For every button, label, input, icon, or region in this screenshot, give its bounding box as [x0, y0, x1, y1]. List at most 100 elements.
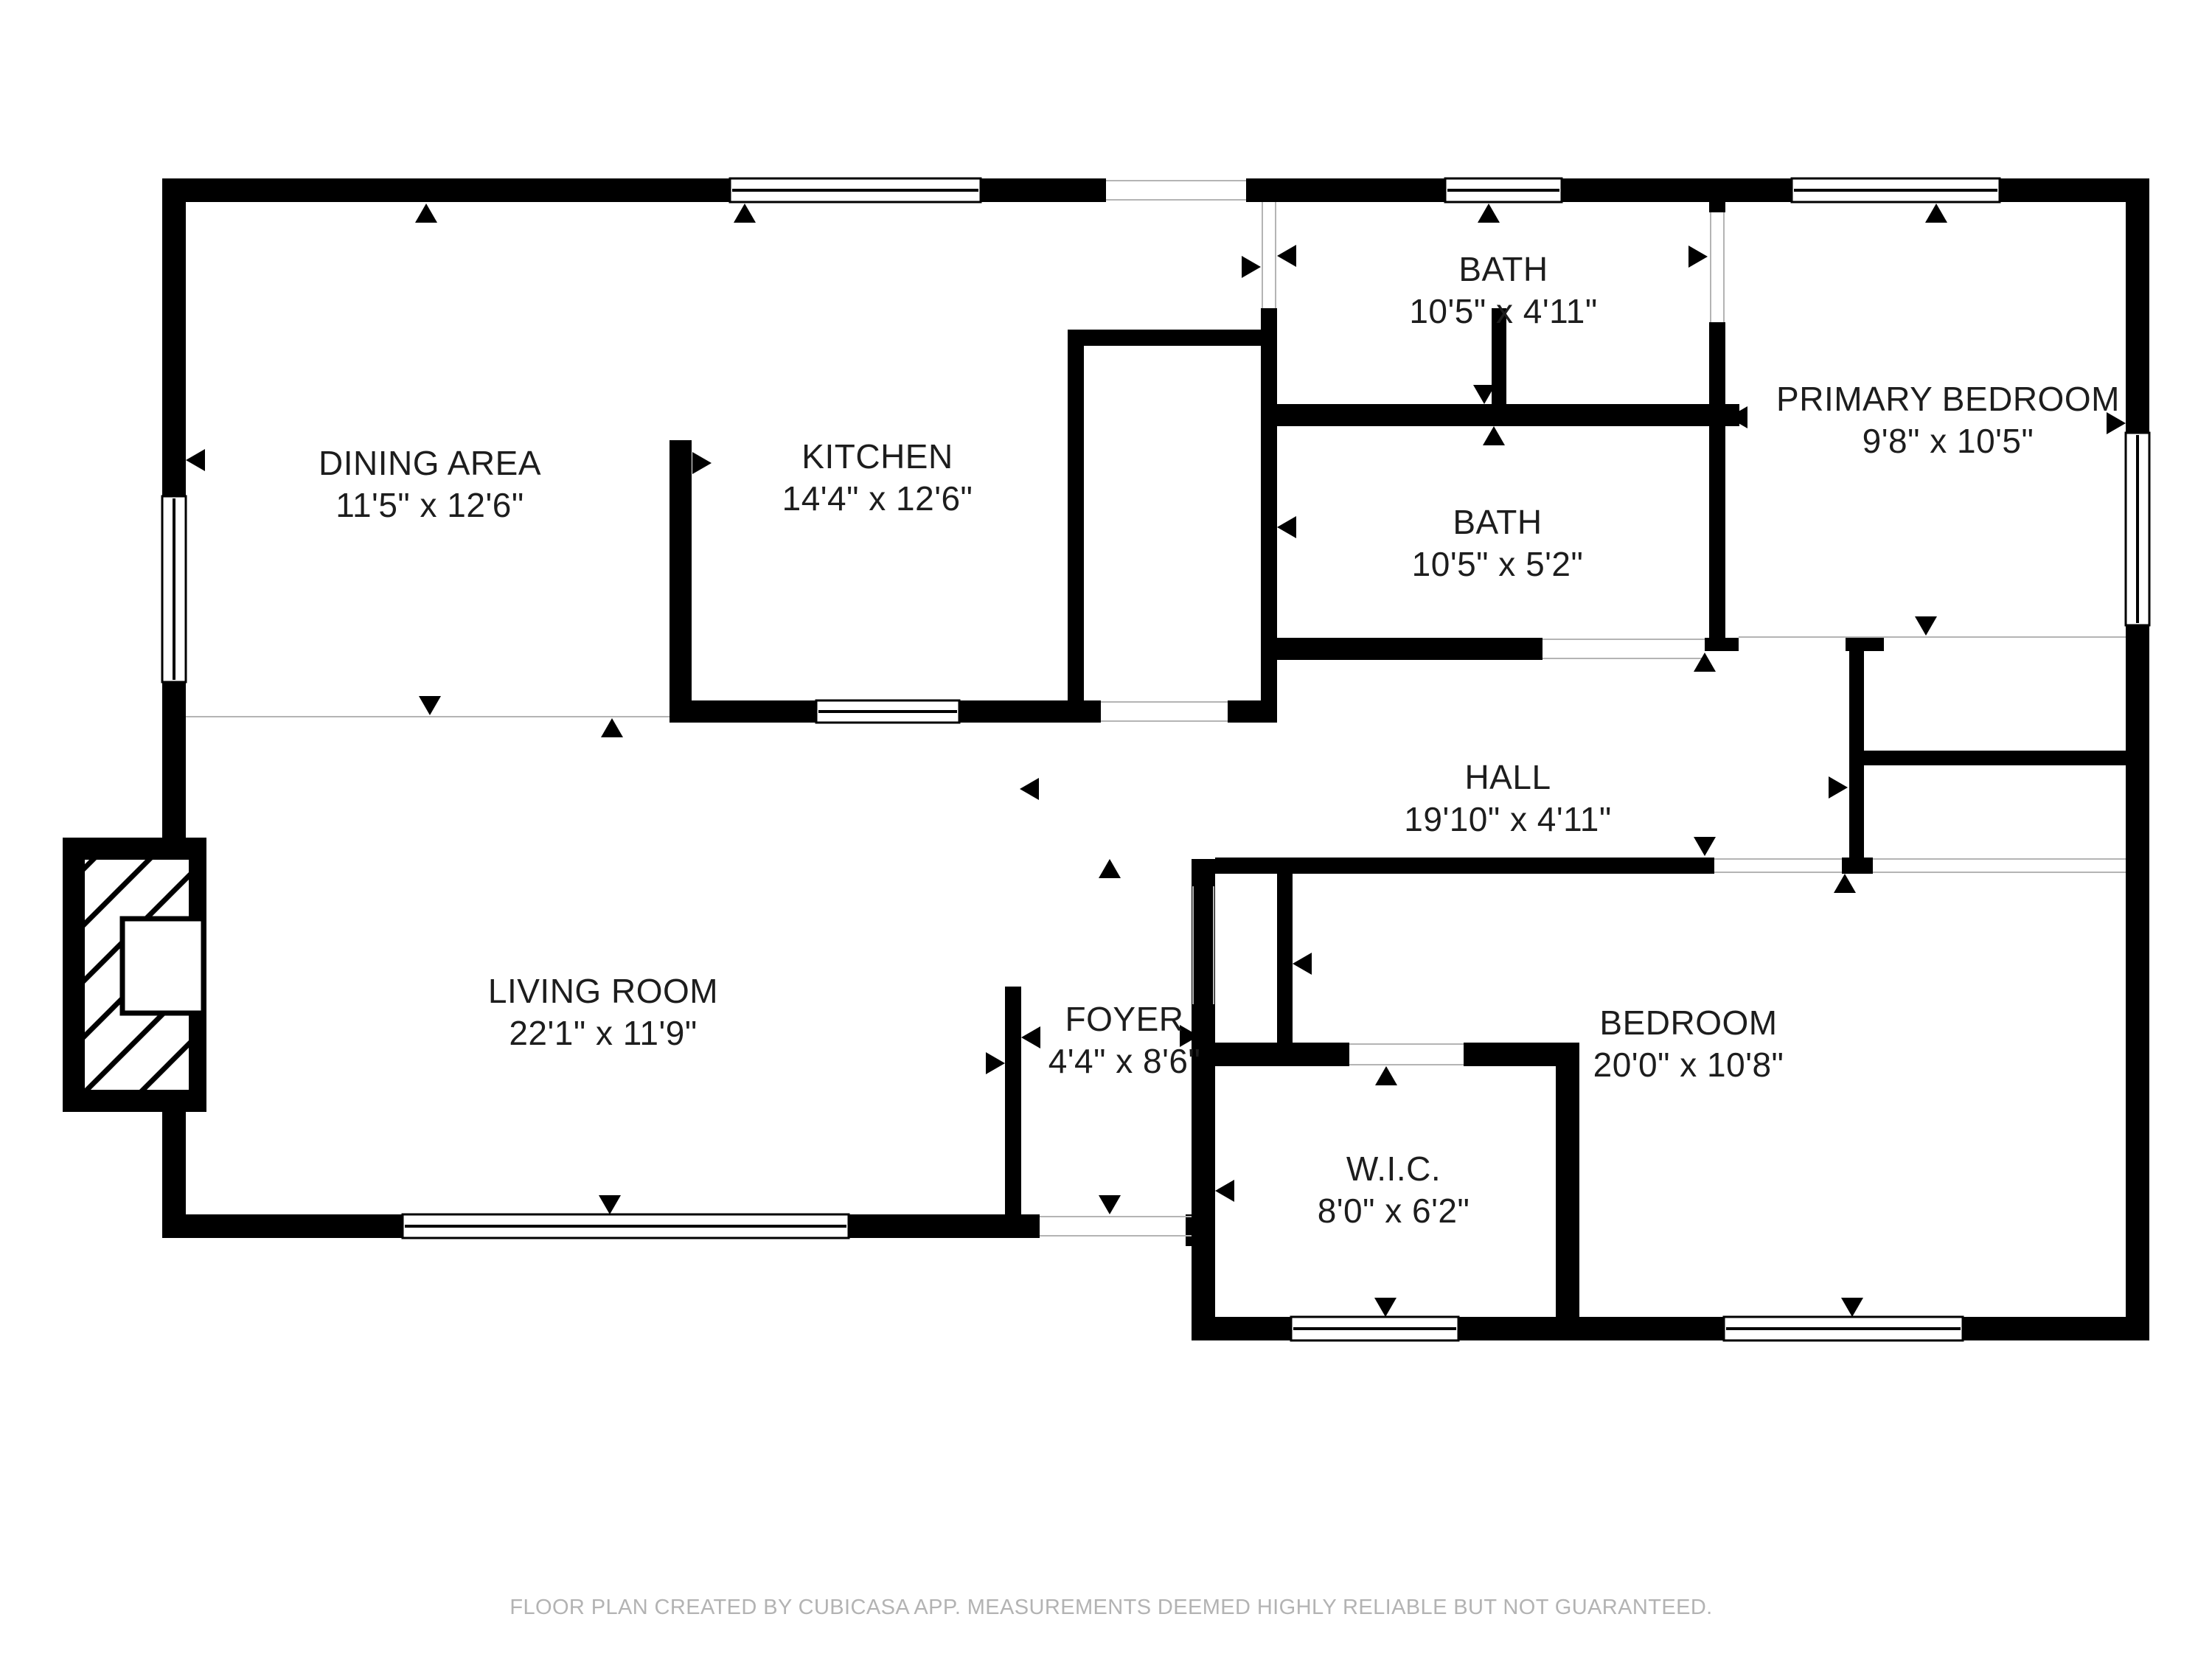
wall-hall-south-block: [1842, 858, 1873, 874]
wall-closet-west-cap: [1846, 638, 1884, 651]
room-label-bedroom: BEDROOM 20'0" x 10'8": [1593, 1002, 1784, 1086]
arrow-up-icon: [1478, 204, 1500, 223]
wall-bath2-south-cap: [1705, 638, 1739, 651]
room-name: PRIMARY BEDROOM: [1776, 380, 2120, 418]
wall-bath2-east: [1709, 426, 1725, 638]
wall-wic-top-west: [1215, 1043, 1349, 1066]
room-label-bath-lower: BATH 10'5" x 5'2": [1412, 501, 1584, 585]
arrow-left-icon: [1293, 953, 1312, 975]
window-icon: [1790, 177, 2001, 204]
room-dims: 4'4" x 8'6": [1048, 1042, 1201, 1080]
room-dims: 19'10" x 4'11": [1404, 800, 1612, 838]
wall-bath-west: [1261, 308, 1277, 723]
room-name: FOYER: [1065, 1000, 1184, 1038]
arrow-down-icon: [1915, 616, 1937, 636]
window-icon: [728, 177, 982, 204]
room-dims: 10'5" x 5'2": [1411, 545, 1584, 583]
wall-closet-divider: [1864, 751, 2126, 765]
arrow-left-icon: [1021, 1026, 1040, 1048]
wall-foyer-left: [1005, 987, 1021, 1215]
arrow-down-icon: [419, 696, 441, 715]
arrow-up-icon: [1925, 204, 1947, 223]
room-name: DINING AREA: [318, 444, 542, 482]
room-label-living-room: LIVING ROOM 22'1" x 11'9": [488, 970, 718, 1054]
window-icon: [2124, 431, 2151, 627]
room-label-kitchen: KITCHEN 14'4" x 12'6": [782, 436, 973, 520]
room-dims: 22'1" x 11'9": [509, 1014, 698, 1052]
room-dims: 9'8" x 10'5": [1862, 422, 2034, 460]
arrow-right-icon: [1829, 776, 1848, 799]
arrow-right-icon: [692, 452, 712, 474]
room-name: BATH: [1453, 503, 1543, 541]
room-name: BEDROOM: [1599, 1004, 1778, 1042]
wall-closet-west: [1849, 651, 1864, 858]
wall-hall-south: [1215, 858, 1714, 874]
arrow-up-icon: [1834, 874, 1856, 893]
interior-walls: [669, 202, 2126, 1317]
opening-markers: [186, 204, 2126, 1317]
wall-bath1-stub: [1492, 308, 1506, 408]
arrow-right-icon: [986, 1052, 1005, 1074]
door-openings: [186, 180, 2126, 1237]
arrow-down-icon: [599, 1195, 621, 1214]
arrow-left-icon: [1728, 406, 1747, 428]
window-icon: [1290, 1315, 1460, 1342]
wall-bath1-east-upper: [1709, 202, 1725, 212]
room-dims: 11'5" x 12'6": [335, 486, 524, 524]
wall-foyer-right: [1192, 859, 1215, 1340]
arrow-up-icon: [1483, 426, 1505, 445]
window-icon: [815, 699, 961, 724]
room-dims: 10'5" x 4'11": [1409, 292, 1598, 330]
wall-kitchen-west: [669, 440, 692, 723]
room-label-dining: DINING AREA 11'5" x 12'6": [319, 442, 541, 526]
room-dims: 20'0" x 10'8": [1593, 1046, 1784, 1084]
wall-bath2-south: [1261, 638, 1543, 660]
firebox: [119, 916, 206, 1016]
wall-foyer-door-block: [1186, 1214, 1215, 1246]
arrow-down-icon: [1473, 385, 1495, 404]
room-name: HALL: [1464, 758, 1551, 796]
window-icon: [1722, 1315, 1964, 1342]
wall-kitchen-north: [1068, 330, 1261, 346]
windows: [161, 177, 2151, 1342]
arrow-down-icon: [1374, 1298, 1397, 1317]
room-label-foyer: FOYER 4'4" x 8'6": [1048, 998, 1201, 1082]
arrow-left-icon: [1277, 516, 1296, 538]
arrow-right-icon: [1242, 256, 1261, 278]
arrow-down-icon: [1841, 1298, 1863, 1317]
room-label-bath-upper: BATH 10'5" x 4'11": [1409, 248, 1597, 333]
arrow-left-icon: [1277, 245, 1296, 267]
arrow-right-icon: [1180, 1025, 1199, 1047]
room-label-hall: HALL 19'10" x 4'11": [1404, 757, 1611, 841]
arrow-down-icon: [1694, 837, 1716, 856]
room-name: LIVING ROOM: [487, 972, 719, 1010]
arrow-down-icon: [1099, 1195, 1121, 1214]
window-icon: [1444, 177, 1563, 204]
wall-right: [2126, 178, 2149, 1340]
arrow-left-icon: [186, 449, 205, 471]
room-dims: 14'4" x 12'6": [782, 479, 973, 518]
arrow-right-icon: [2107, 412, 2126, 434]
arrow-up-icon: [601, 718, 623, 737]
arrow-left-icon: [1215, 1180, 1234, 1202]
wall-kitchen-east: [1068, 330, 1084, 723]
room-dims: 8'0" x 6'2": [1317, 1192, 1470, 1230]
window-icon: [401, 1213, 850, 1239]
fireplace-icon: [63, 838, 206, 1112]
arrow-up-icon: [1099, 859, 1121, 878]
arrow-up-icon: [1375, 1066, 1397, 1085]
arrow-up-icon: [415, 204, 437, 223]
window-icon: [161, 495, 187, 684]
arrow-up-icon: [734, 204, 756, 223]
room-label-primary-bedroom: PRIMARY BEDROOM 9'8" x 10'5": [1776, 378, 2120, 462]
wall-wic-east: [1556, 1043, 1579, 1317]
room-label-wic: W.I.C. 8'0" x 6'2": [1318, 1148, 1470, 1232]
wall-bedroom-west: [1277, 874, 1293, 1043]
arrow-up-icon: [1694, 653, 1716, 672]
arrow-left-icon: [1020, 778, 1039, 800]
footer-disclaimer: FLOOR PLAN CREATED BY CUBICASA APP. MEAS…: [509, 1596, 1713, 1619]
room-name: BATH: [1458, 250, 1548, 288]
room-name: W.I.C.: [1346, 1150, 1441, 1188]
